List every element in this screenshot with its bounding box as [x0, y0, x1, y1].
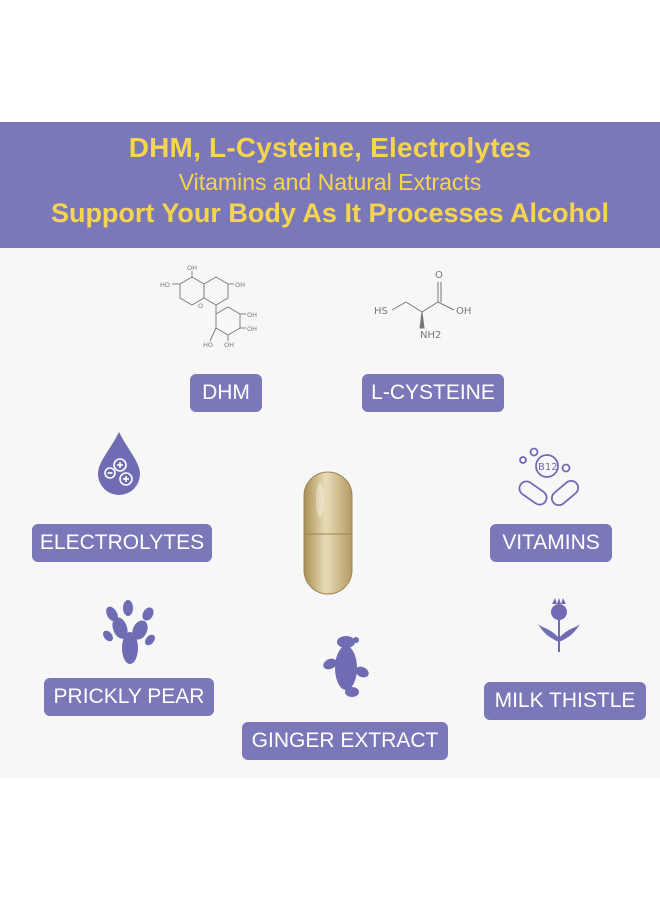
vitamin-b12-text: B12	[538, 462, 558, 473]
dhm-label: OH	[224, 341, 234, 349]
dhm-label: OH	[187, 264, 197, 272]
dhm-label: O	[198, 302, 203, 310]
dhm-label: HO	[160, 281, 170, 289]
header-banner: DHM, L-Cysteine, Electrolytes Vitamins a…	[0, 122, 660, 248]
molecule-dhm-icon: OH OH HO OH OH HO O OH	[158, 262, 268, 352]
vitamin-pills-icon: B12	[514, 446, 584, 516]
dhm-label: OH	[247, 325, 257, 333]
label-ginger-extract: GINGER EXTRACT	[242, 722, 448, 760]
cysteine-label: NH2	[420, 330, 441, 341]
label-milk-thistle: MILK THISTLE	[484, 682, 646, 720]
banner-title: DHM, L-Cysteine, Electrolytes	[128, 132, 532, 163]
molecule-cysteine-icon: HS OH O NH2	[372, 266, 492, 342]
cactus-icon	[100, 598, 158, 666]
thistle-icon	[536, 598, 582, 654]
label-l-cysteine: L-CYSTEINE	[362, 374, 504, 412]
cysteine-label: O	[435, 270, 443, 281]
cysteine-label: OH	[456, 306, 471, 317]
ginger-icon	[322, 632, 370, 700]
dhm-label: HO	[203, 341, 213, 349]
cysteine-label: HS	[374, 306, 388, 317]
label-vitamins: VITAMINS	[490, 524, 612, 562]
dhm-label: OH	[247, 311, 257, 319]
banner-subtitle: Vitamins and Natural Extracts	[178, 169, 482, 195]
capsule-image	[300, 470, 356, 596]
electrolyte-drop-icon	[96, 430, 142, 496]
label-prickly-pear: PRICKLY PEAR	[44, 678, 214, 716]
label-electrolytes: ELECTROLYTES	[32, 524, 212, 562]
banner-tagline: Support Your Body As It Processes Alcoho…	[50, 198, 610, 228]
label-dhm: DHM	[190, 374, 262, 412]
dhm-label: OH	[235, 281, 245, 289]
